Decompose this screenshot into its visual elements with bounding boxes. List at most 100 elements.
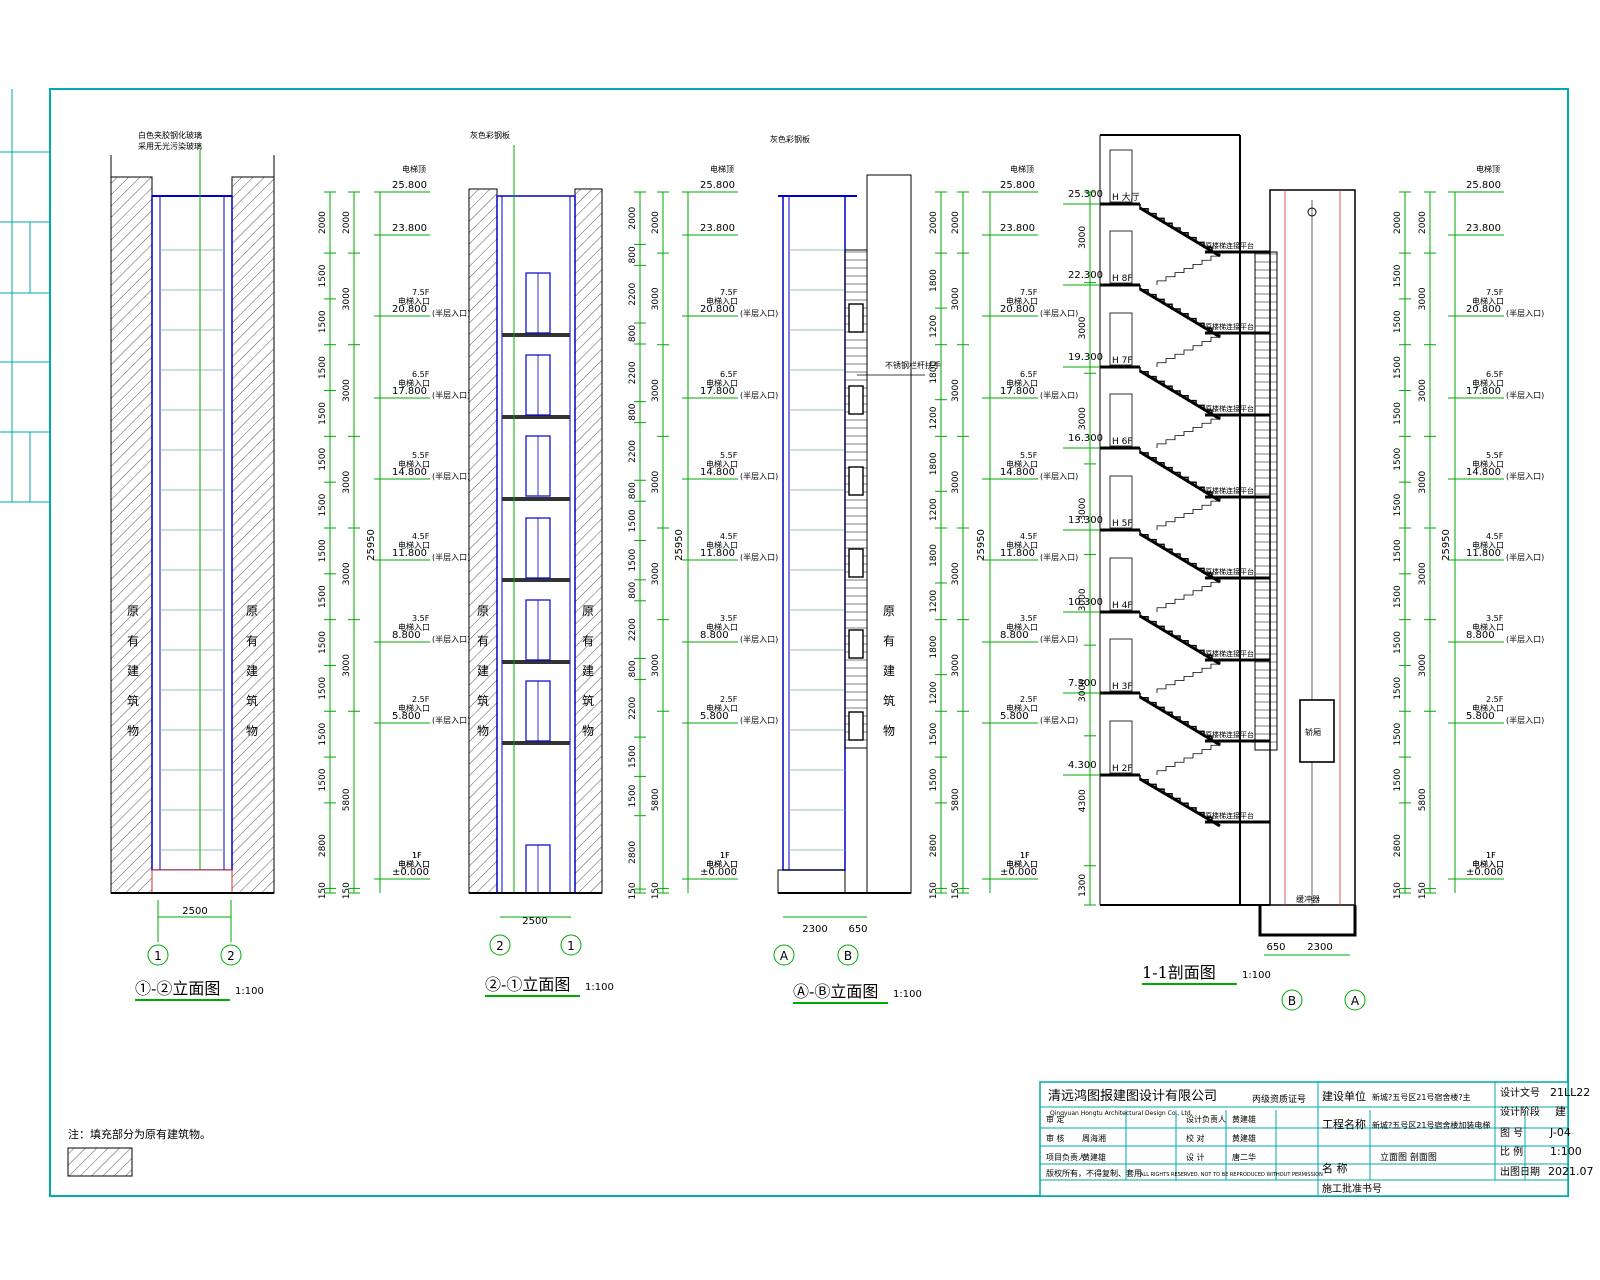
floor-tag: H 6F (1112, 437, 1133, 447)
dim-text: 2000 (929, 211, 939, 234)
half-entry-label: (半层入口) (740, 390, 778, 400)
border (49, 88, 1569, 1197)
stair-stringer (1139, 450, 1221, 503)
tb-name: 立面图 剖面图 (1380, 1151, 1437, 1163)
dim-text: 1500 (1393, 677, 1403, 700)
floor-tag: H 7F (1112, 356, 1133, 366)
dim-text: 3000 (1078, 316, 1088, 339)
half-entry-label: (半层入口) (1506, 634, 1544, 644)
flat-door (1109, 638, 1133, 692)
dim-text: 2800 (929, 834, 939, 857)
dim-text: 1800 (929, 452, 939, 475)
tb-project-label: 工程名称 (1322, 1117, 1366, 1131)
level-elev: 17.800 (700, 386, 735, 397)
floor-slab (502, 741, 570, 745)
floor-tag: H 大厅 (1112, 191, 1140, 203)
dim-text: 1800 (929, 360, 939, 383)
half-entry-label: (半层入口) (432, 308, 470, 318)
dim-text: 1500 (628, 784, 638, 807)
floor-label: 5.5F (1020, 451, 1038, 460)
dim-text: 1200 (929, 590, 939, 613)
dim-text: 150 (318, 882, 328, 899)
dim-text: 2000 (951, 211, 961, 234)
view-title: ①-②立面图 (135, 979, 220, 998)
half-entry-label: (半层入口) (1040, 471, 1078, 481)
floor-label: 5.5F (720, 451, 738, 460)
dim-text: 3000 (1078, 407, 1088, 430)
axis-label: 1 (567, 939, 575, 953)
level-elev: 20.800 (700, 304, 735, 315)
dim-text: 1500 (929, 722, 939, 745)
tb-copyright-en: ALL RIGHTS RESERVED, NOT TO BE REPRODUCE… (1140, 1172, 1323, 1178)
floor-label: 2.5F (1486, 695, 1504, 704)
floor-tag: H 2F (1112, 764, 1133, 774)
floor-label: 6.5F (1486, 370, 1504, 379)
floor-tag: H 4F (1112, 601, 1133, 611)
dim-text: 1800 (929, 635, 939, 658)
stair-return (1156, 415, 1221, 448)
dim-text: 1500 (628, 548, 638, 571)
total-dim: 25950 (366, 529, 377, 561)
dim-text: 1500 (1393, 310, 1403, 333)
dim-text: 3000 (1418, 470, 1428, 493)
floor-label: 1F (412, 851, 422, 860)
axis-bubble (773, 944, 795, 966)
floor-label: 4.5F (1486, 532, 1504, 541)
half-entry-label: (半层入口) (740, 634, 778, 644)
half-entry-label: (半层入口) (432, 715, 470, 725)
level-elev: 17.800 (1466, 386, 1501, 397)
platform-note: 原楼梯连接平台 (1205, 730, 1254, 739)
half-entry-label: (半层入口) (1506, 308, 1544, 318)
dim-text: 1500 (628, 509, 638, 532)
floor-label: 1F (1486, 851, 1496, 860)
entry-label: 电梯入口 (1006, 703, 1038, 713)
existing-wall-right (574, 188, 603, 894)
dim-text: 3000 (951, 562, 961, 585)
axis-label: A (780, 949, 789, 963)
floor-tag: H 5F (1112, 519, 1133, 529)
dim-text: 3000 (951, 470, 961, 493)
dim-text: 3000 (651, 562, 661, 585)
dim-text: 3000 (1078, 588, 1088, 611)
level-elev: 17.800 (392, 386, 427, 397)
half-entry-label: (半层入口) (432, 552, 470, 562)
dim-text: 150 (1393, 882, 1403, 899)
glass-note: 采用无光污染玻璃 (138, 141, 202, 151)
entry-label: 电梯入口 (1006, 296, 1038, 306)
platform-note: 原楼梯连接平台 (1205, 322, 1254, 331)
view-scale: 1:100 (585, 982, 614, 993)
level-elev: 25.800 (1466, 180, 1501, 191)
landing-window (848, 711, 864, 741)
stair-return (1156, 741, 1221, 775)
dim-text: 800 (628, 660, 638, 677)
level-elev: ±0.000 (392, 867, 429, 878)
entry-label: 电梯入口 (1472, 859, 1504, 869)
half-entry-label: (半层入口) (740, 471, 778, 481)
dim-text: 1200 (929, 406, 939, 429)
half-entry-label: (半层入口) (1040, 308, 1078, 318)
level-elev: 11.800 (1466, 548, 1501, 559)
floor-slab (502, 660, 570, 664)
floor-label: 7.5F (720, 288, 738, 297)
traction-sheave (1307, 207, 1317, 217)
dim-text: 1500 (1393, 264, 1403, 287)
entry-label: 电梯入口 (398, 859, 430, 869)
existing-building-char: 物 (883, 724, 895, 738)
floor-label: 3.5F (1486, 614, 1504, 623)
dim-text: 2000 (342, 211, 352, 234)
entry-label: 电梯入口 (706, 540, 738, 550)
floor-label: 1F (720, 851, 730, 860)
flat-door (1109, 393, 1133, 447)
platform-note: 原楼梯连接平台 (1205, 486, 1254, 495)
width-dim: 650 (1266, 942, 1285, 953)
dim-text: 1500 (318, 722, 328, 745)
axis-bubble (489, 934, 511, 956)
platform-note: 原楼梯连接平台 (1205, 567, 1254, 576)
dim-text: 3000 (1418, 654, 1428, 677)
flat-door (1109, 230, 1133, 284)
elevation-2-1: 灰色彩钢板原原有有建建筑筑物物2000800220080022008002200… (468, 130, 778, 956)
top-label: 电梯顶 (1476, 164, 1500, 174)
panel-note: 灰色彩钢板 (770, 134, 810, 144)
platform-note: 原楼梯连接平台 (1205, 404, 1254, 413)
